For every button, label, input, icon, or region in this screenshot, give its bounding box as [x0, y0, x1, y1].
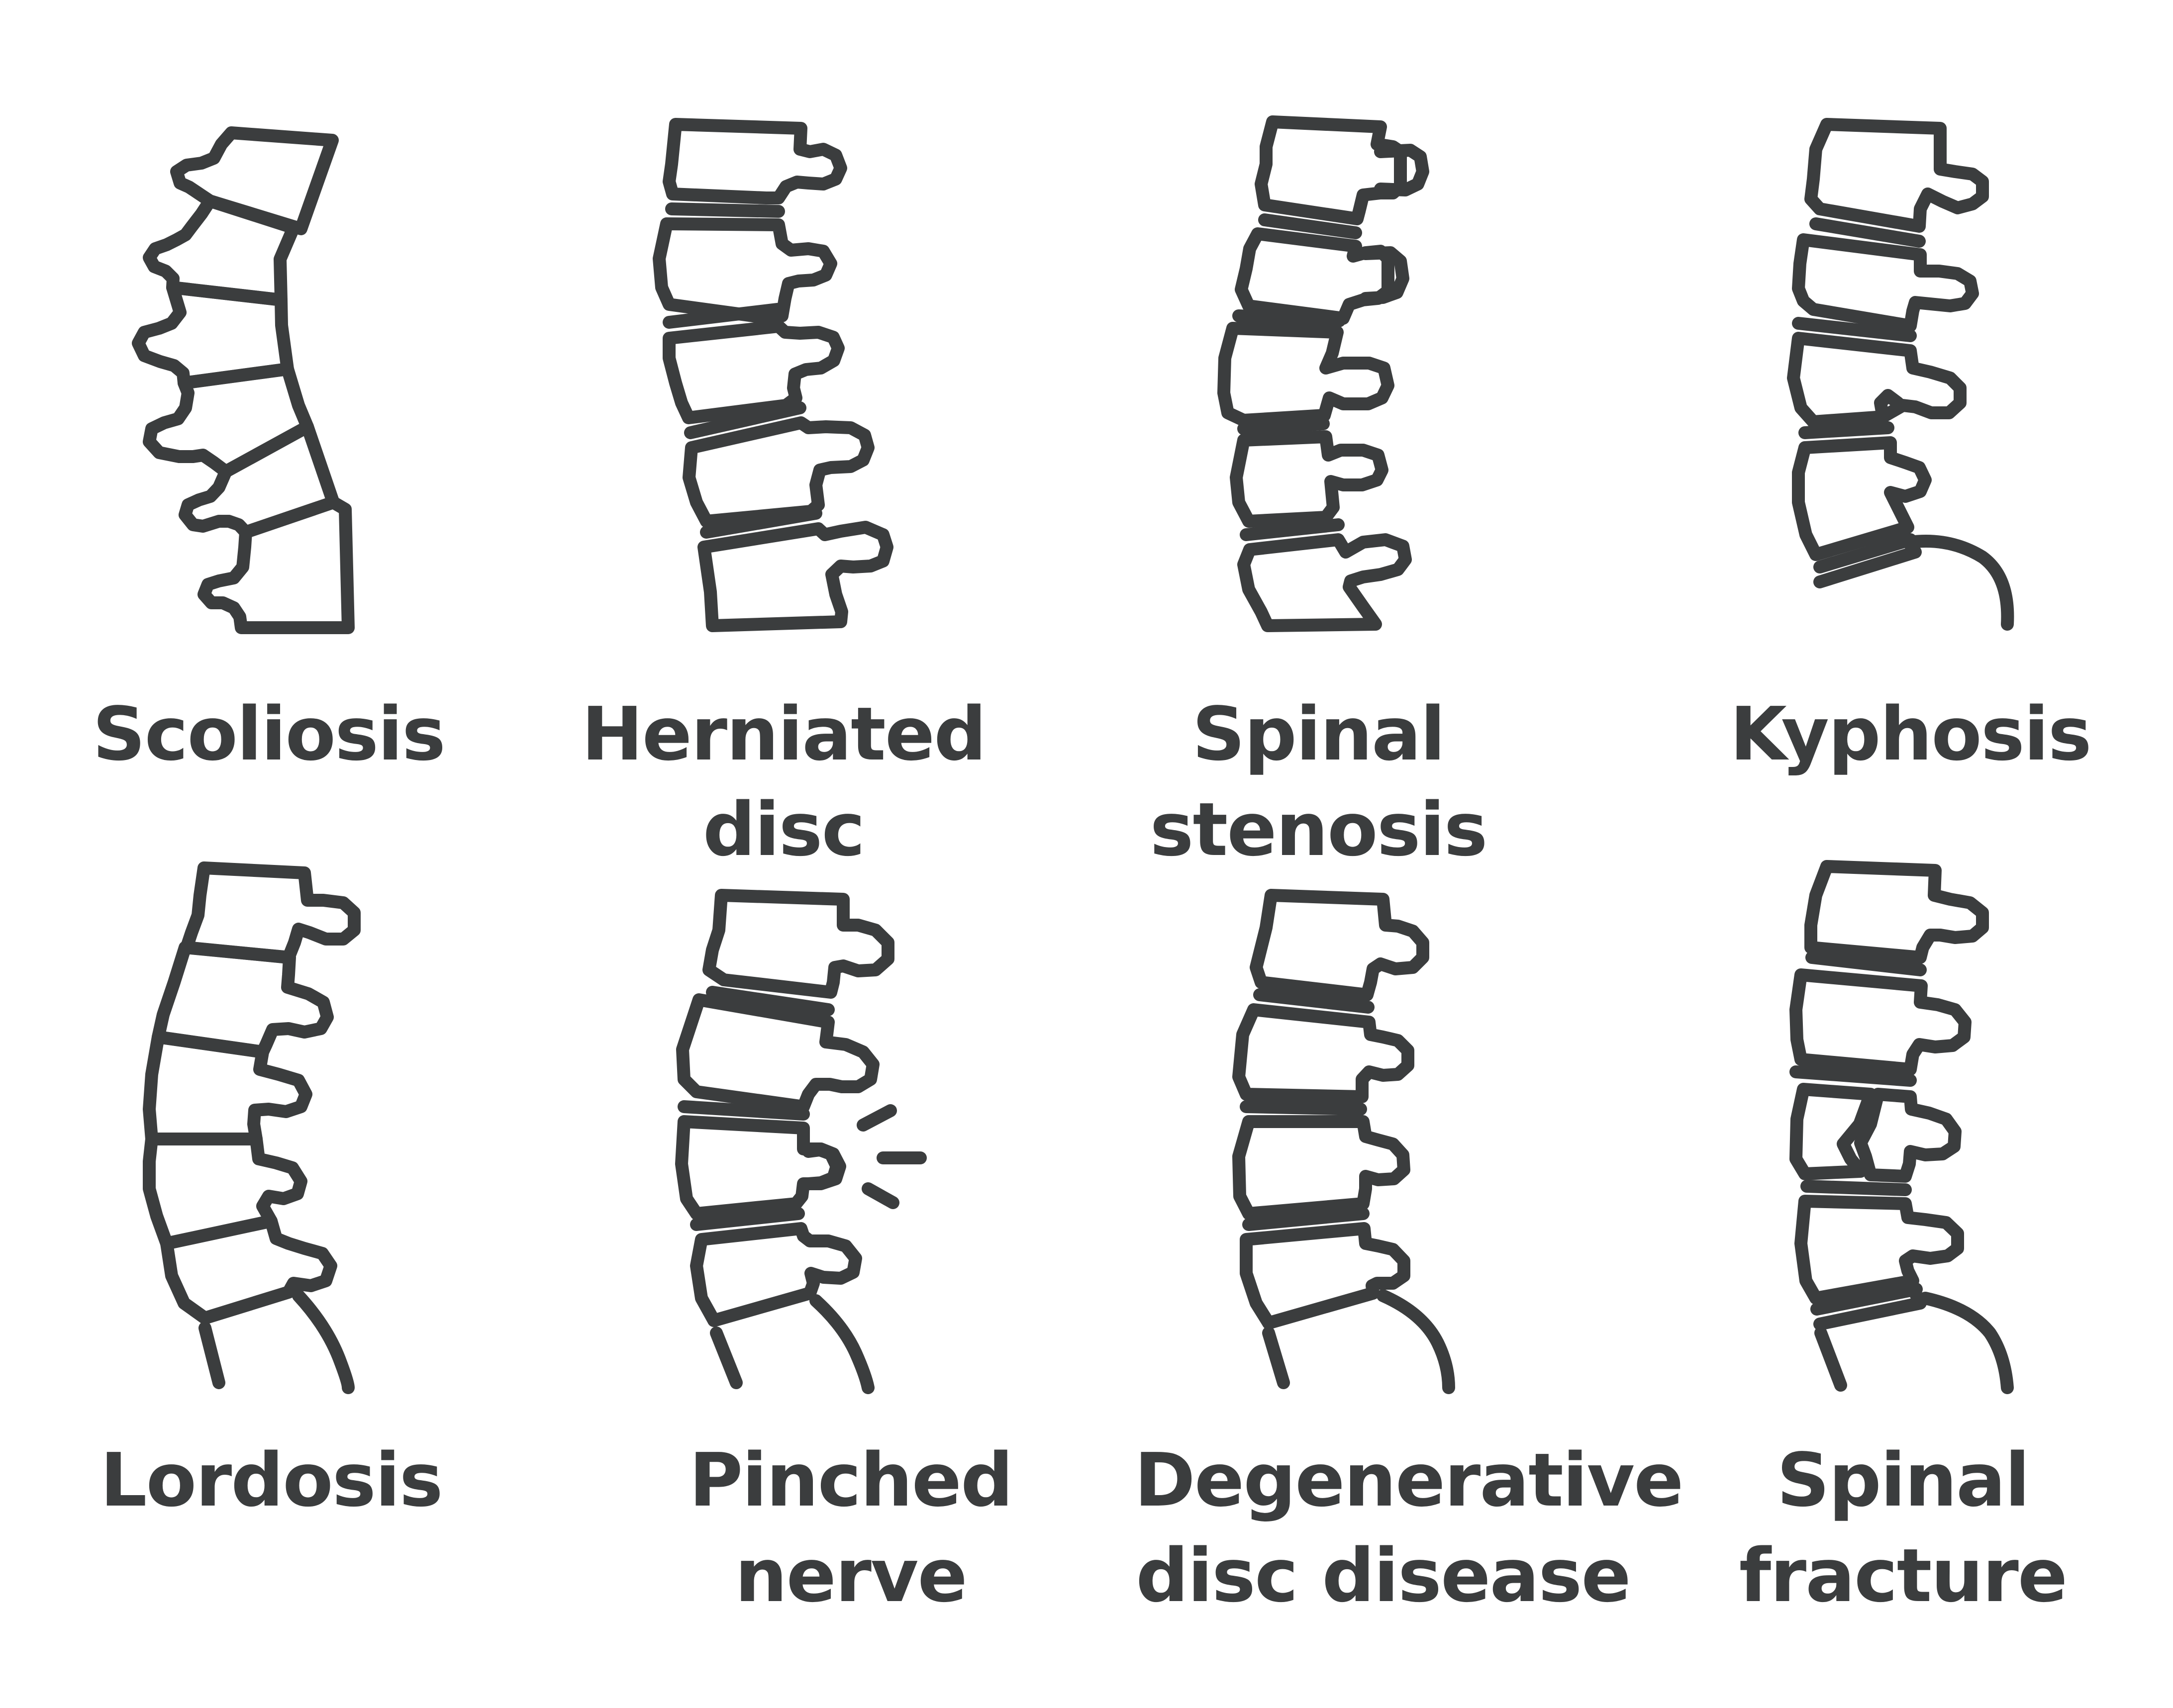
scoliosis-spine-icon	[132, 126, 355, 634]
kyphosis-spine-icon	[1787, 118, 2014, 631]
label-lordosis: Lordosis	[100, 1437, 443, 1523]
label-scoliosis: Scoliosis	[92, 691, 446, 777]
label-spinal-fracture: Spinal fracture	[1739, 1437, 2068, 1619]
pinched-nerve-spine-icon	[675, 889, 927, 1394]
spinal-fracture-spine-icon	[1789, 860, 2014, 1394]
label-pinched-nerve: Pinched nerve	[689, 1437, 1013, 1619]
label-degenerative-disc-disease: Degenerative disc disease	[1134, 1437, 1683, 1619]
degenerative-disc-disease-spine-icon	[1232, 889, 1455, 1394]
label-herniated-disc: Herniated disc	[581, 691, 987, 873]
spinal-stenosis-spine-icon	[1217, 115, 1429, 632]
label-spinal-stenosis: Spinal stenosis	[1150, 691, 1487, 873]
lordosis-spine-icon	[143, 861, 361, 1394]
herniated-disc-spine-icon	[653, 118, 893, 632]
label-kyphosis: Kyphosis	[1730, 691, 2092, 777]
